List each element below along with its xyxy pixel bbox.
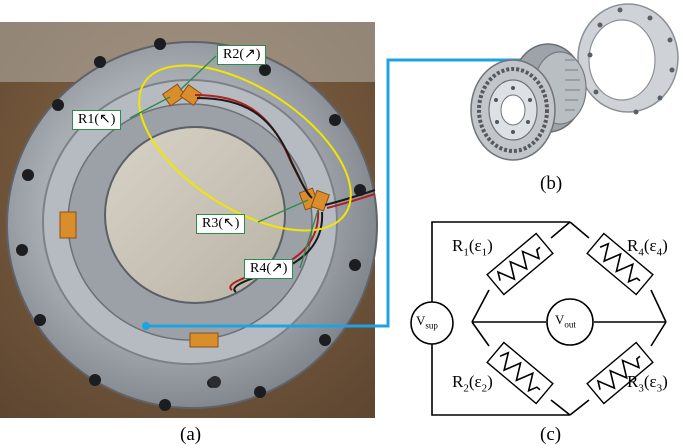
callout-r3: R3(↖) [196, 214, 246, 234]
vsup-source [410, 301, 454, 345]
exploded-assembly [470, 3, 679, 161]
gauge-r4 [310, 189, 330, 212]
gauge-r2 [179, 83, 203, 107]
caption-b: (b) [540, 173, 563, 194]
supply-wire-bottom [431, 343, 570, 416]
central-opening [104, 126, 286, 304]
vout-meter [546, 298, 594, 346]
caption-a: (a) [180, 424, 202, 445]
label-r4: R4(ε4) [627, 236, 668, 259]
resistor-r3 [586, 341, 654, 405]
caption-c: (c) [540, 424, 562, 445]
label-r2: R2(ε2) [452, 372, 493, 395]
highlight-ellipse [138, 64, 352, 232]
callout-r2: R2(↗) [217, 45, 267, 65]
resistor-r4 [586, 232, 654, 296]
resistor-r1 [486, 232, 554, 296]
bridge-circuit [410, 221, 667, 416]
callout-r1: R1(↖) [72, 110, 122, 130]
supply-wire-top [431, 221, 570, 304]
label-r3: R3(ε3) [627, 372, 668, 395]
callout-leaders [129, 55, 319, 269]
gauge-extra-bottom [189, 332, 219, 348]
label-vout: Vout [555, 312, 576, 330]
callout-r4: R4(↗) [244, 259, 294, 279]
label-vsup: Vsup [416, 313, 438, 331]
label-r1: R1(ε1) [452, 236, 493, 259]
resistor-r2 [486, 341, 554, 405]
gauge-extra-left [59, 211, 77, 239]
